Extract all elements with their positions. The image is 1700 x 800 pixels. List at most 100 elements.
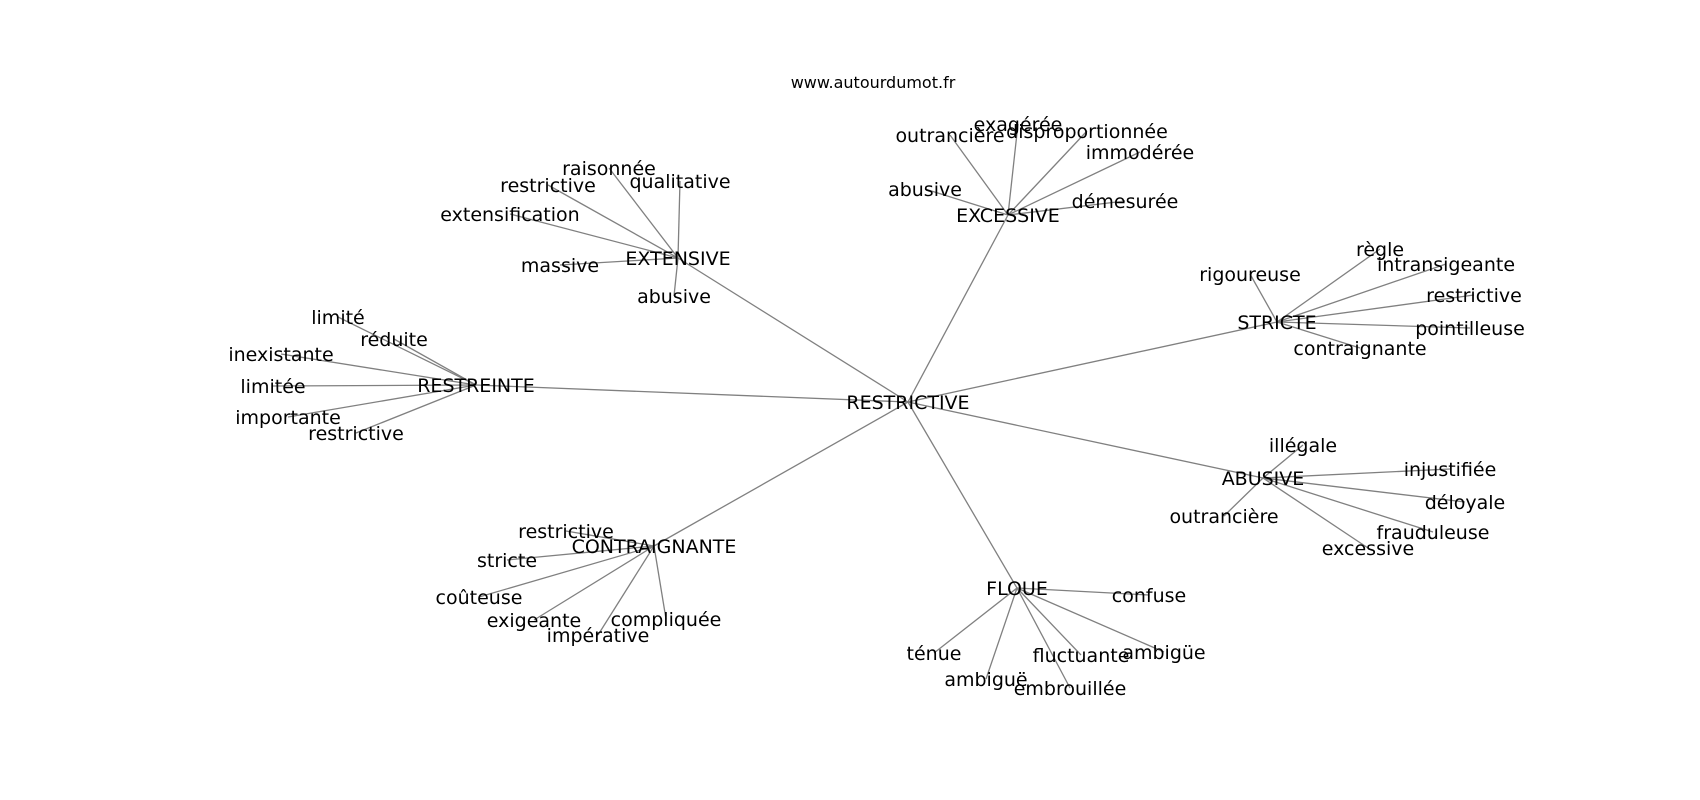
edge-restreinte-child-4: [287, 384, 477, 418]
graph-labels: RESTRICTIVEEXCESSIVEoutrancièreexagéréed…: [228, 114, 1525, 700]
graph-edges: [272, 123, 1475, 689]
edge-floue-child-2: [1016, 587, 1082, 656]
leaf-node-abusive-0: illégale: [1269, 435, 1337, 457]
edge-extensive-child-0: [608, 167, 679, 259]
leaf-node-excessive-0: outrancière: [895, 125, 1004, 147]
edge-abusive-child-3: [1262, 477, 1466, 503]
edge-center-excessive: [907, 214, 1009, 403]
leaf-node-excessive-2: disproportionnée: [1006, 121, 1168, 143]
edge-contraignante-child-3: [533, 545, 655, 621]
edge-center-abusive: [907, 401, 1264, 479]
leaf-node-contraignante-2: coûteuse: [436, 587, 523, 609]
leaf-node-contraignante-0: restrictive: [518, 521, 614, 543]
group-node-abusive: ABUSIVE: [1222, 468, 1305, 490]
leaf-node-floue-4: ambiguë: [944, 669, 1027, 691]
leaf-node-excessive-5: démesurée: [1072, 191, 1179, 213]
site-credit: www.autourdumot.fr: [791, 73, 956, 92]
edge-center-contraignante: [653, 401, 909, 547]
edge-abusive-child-1: [1262, 468, 1451, 479]
edge-abusive-child-2: [1223, 477, 1264, 517]
leaf-node-excessive-3: immodérée: [1086, 142, 1194, 164]
leaf-node-stricte-2: intransigeante: [1377, 254, 1515, 276]
leaf-node-restreinte-2: inexistante: [228, 344, 333, 366]
leaf-node-stricte-5: contraignante: [1293, 338, 1426, 360]
edge-contraignante-child-5: [653, 545, 667, 620]
edge-restreinte-child-0: [337, 316, 477, 386]
leaf-node-floue-5: embrouillée: [1014, 678, 1127, 700]
edge-center-extensive: [677, 257, 909, 403]
edge-contraignante-child-1: [506, 545, 655, 561]
leaf-node-extensive-1: restrictive: [500, 175, 596, 197]
leaf-node-stricte-0: règle: [1356, 239, 1404, 261]
edge-extensive-child-5: [673, 257, 679, 297]
leaf-node-contraignante-1: stricte: [477, 550, 537, 572]
leaf-node-floue-0: confuse: [1112, 585, 1186, 607]
edge-excessive-child-5: [1007, 200, 1126, 216]
edge-extensive-child-1: [547, 184, 679, 259]
leaf-node-excessive-4: abusive: [888, 179, 962, 201]
edge-restreinte-child-5: [355, 384, 477, 434]
leaf-node-contraignante-3: exigeante: [487, 610, 581, 632]
edge-excessive-child-2: [1007, 130, 1088, 216]
edge-floue-child-5: [1016, 587, 1071, 689]
edge-abusive-child-0: [1262, 444, 1304, 479]
leaf-node-abusive-3: déloyale: [1425, 492, 1506, 514]
edge-excessive-child-1: [1007, 123, 1019, 216]
group-node-floue: FLOUE: [986, 578, 1048, 600]
edge-floue-child-1: [933, 587, 1018, 654]
edge-stricte-child-1: [1249, 273, 1278, 323]
leaf-node-extensive-5: abusive: [637, 286, 711, 308]
edge-excessive-child-3: [1007, 151, 1141, 216]
leaf-node-abusive-1: injustifiée: [1404, 459, 1497, 481]
leaf-node-floue-2: fluctuante: [1033, 645, 1130, 667]
edge-abusive-child-5: [1262, 477, 1369, 549]
leaf-node-restreinte-3: limitée: [240, 376, 305, 398]
group-node-excessive: EXCESSIVE: [956, 205, 1060, 227]
leaf-node-abusive-4: frauduleuse: [1377, 522, 1490, 544]
leaf-node-restreinte-0: limité: [311, 307, 364, 329]
edge-excessive-child-4: [924, 188, 1009, 216]
edge-floue-child-3: [1016, 587, 1165, 653]
edge-center-stricte: [907, 321, 1278, 403]
edge-restreinte-child-1: [393, 338, 477, 386]
leaf-node-stricte-4: pointilleuse: [1415, 318, 1525, 340]
edge-stricte-child-0: [1276, 248, 1381, 323]
group-node-contraignante: CONTRAIGNANTE: [572, 536, 737, 558]
leaf-node-extensive-2: qualitative: [629, 171, 730, 193]
edge-stricte-child-2: [1276, 263, 1447, 323]
edge-restreinte-child-2: [280, 353, 477, 386]
edge-abusive-child-4: [1262, 477, 1434, 533]
edge-center-floue: [907, 401, 1018, 589]
edge-stricte-child-4: [1276, 321, 1471, 329]
leaf-node-restreinte-4: importante: [235, 407, 341, 429]
leaf-node-abusive-2: outrancière: [1169, 506, 1278, 528]
leaf-node-restreinte-1: réduite: [360, 329, 428, 351]
edge-stricte-child-5: [1276, 321, 1361, 349]
leaf-node-abusive-5: excessive: [1322, 538, 1414, 560]
edge-extensive-child-3: [509, 213, 679, 259]
edge-extensive-child-2: [677, 180, 681, 259]
leaf-node-contraignante-5: compliquée: [611, 609, 722, 631]
group-node-stricte: STRICTE: [1237, 312, 1316, 334]
leaf-node-stricte-1: rigoureuse: [1199, 264, 1301, 286]
center-node-label: RESTRICTIVE: [846, 392, 969, 414]
edge-contraignante-child-2: [478, 545, 655, 598]
edge-extensive-child-4: [559, 257, 679, 266]
edge-restreinte-child-3: [272, 384, 477, 387]
leaf-node-floue-1: ténue: [907, 643, 962, 665]
edge-contraignante-child-4: [597, 545, 655, 636]
edge-excessive-child-0: [949, 134, 1009, 216]
leaf-node-extensive-4: massive: [521, 255, 599, 277]
group-node-restreinte: RESTREINTE: [417, 375, 535, 397]
leaf-node-contraignante-4: impérative: [547, 625, 650, 647]
edge-center-restreinte: [475, 384, 909, 403]
leaf-node-excessive-1: exagérée: [974, 114, 1063, 136]
edge-stricte-child-3: [1276, 294, 1475, 323]
leaf-node-extensive-3: extensification: [440, 204, 579, 226]
edge-contraignante-child-0: [565, 530, 655, 547]
group-node-extensive: EXTENSIVE: [625, 248, 730, 270]
leaf-node-floue-3: ambigüe: [1122, 642, 1205, 664]
edge-floue-child-0: [1016, 587, 1150, 596]
leaf-node-extensive-0: raisonnée: [562, 158, 656, 180]
